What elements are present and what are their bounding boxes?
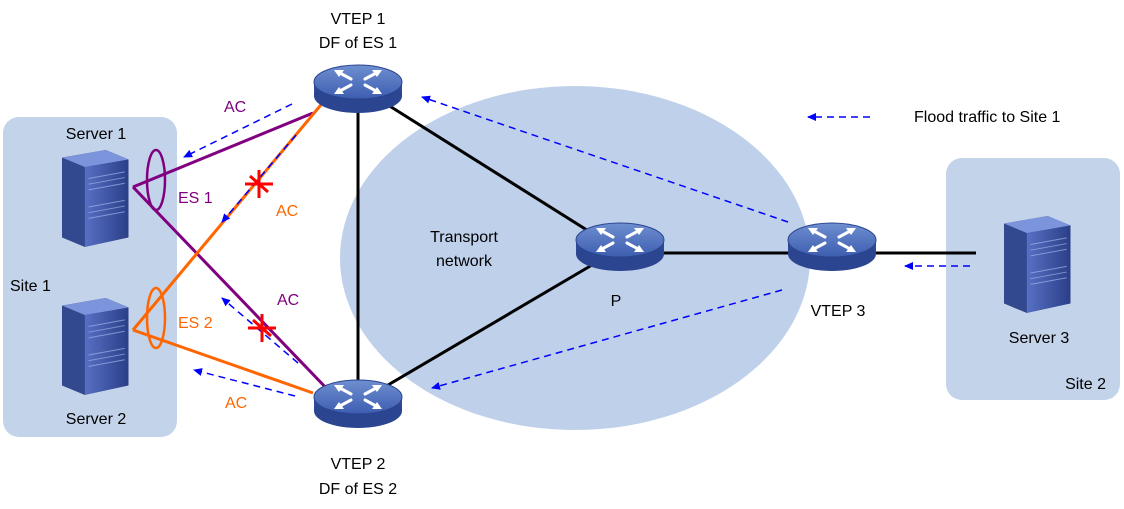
link-vtep2-p <box>387 263 593 387</box>
es2-label: ES 2 <box>178 315 213 332</box>
site1-box <box>3 117 177 437</box>
es2-oval <box>145 286 167 350</box>
server3-icon <box>1003 215 1071 314</box>
transport-label-line2: network <box>436 253 493 270</box>
flood-arrow-vtep3-vtep1 <box>421 95 789 223</box>
server1-label: Server 1 <box>66 126 127 143</box>
transport-label-line1: Transport <box>430 229 498 246</box>
ac-label-server1-vtep2: AC <box>277 292 299 309</box>
vtep2-label-line1: VTEP 2 <box>331 456 386 473</box>
flood-arrow-vtep3-vtep2 <box>431 289 783 390</box>
flood-arrow-vtep2-server2 <box>193 368 296 397</box>
ac-label-server2-vtep1: AC <box>276 203 298 220</box>
es1-label: ES 1 <box>178 190 213 207</box>
es1-oval <box>145 148 167 212</box>
p-router-icon <box>574 221 666 273</box>
transport-network-cloud <box>340 86 810 430</box>
link-vtep1-p <box>387 103 591 234</box>
vtep2-router-icon <box>312 378 404 430</box>
site1-label: Site 1 <box>10 278 51 295</box>
flood-arrow-vtep2-server1-blocked <box>221 297 299 364</box>
site2-label: Site 2 <box>1065 376 1106 393</box>
vtep3-router-icon <box>786 221 878 273</box>
vtep1-router-icon <box>312 63 404 115</box>
vtep3-label: VTEP 3 <box>811 303 866 320</box>
link-server1-vtep1 <box>132 111 314 189</box>
server2-label: Server 2 <box>66 411 127 428</box>
vtep1-label-line2: DF of ES 1 <box>319 35 397 52</box>
flood-arrow-vtep1-server1 <box>183 103 293 158</box>
vtep1-label-line1: VTEP 1 <box>331 11 386 28</box>
link-server1-vtep2 <box>131 185 332 394</box>
p-label: P <box>611 293 622 310</box>
server2-icon <box>61 297 129 396</box>
server3-label: Server 3 <box>1009 330 1070 347</box>
blocked-x-es1 <box>245 170 273 198</box>
ac-label-server1-vtep1: AC <box>224 99 246 116</box>
ac-label-server2-vtep2: AC <box>225 395 247 412</box>
server1-icon <box>61 149 129 248</box>
blocked-x-es2 <box>248 314 276 342</box>
vtep2-label-line2: DF of ES 2 <box>319 481 397 498</box>
legend-label: Flood traffic to Site 1 <box>914 109 1061 126</box>
